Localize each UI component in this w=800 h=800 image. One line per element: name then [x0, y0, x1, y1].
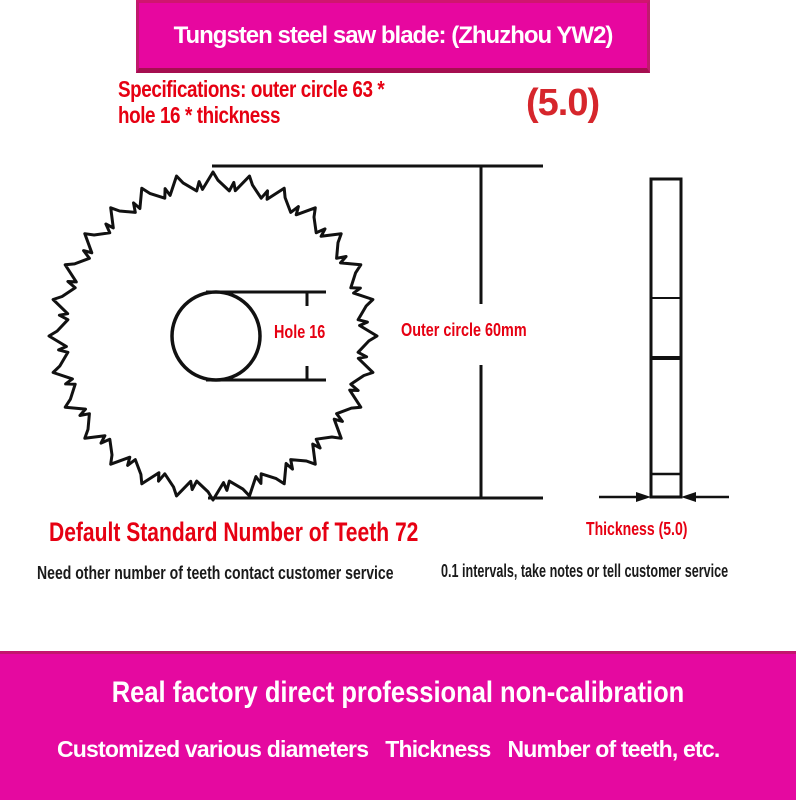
feature-diameters: Customized various diameters [57, 736, 369, 762]
spec-thickness-value: (5.0) [526, 82, 600, 124]
thickness-label: Thickness (5.0) [586, 519, 688, 539]
thickness-arrowhead-right [681, 492, 696, 502]
spec-text: Specifications: outer circle 63 * hole 1… [118, 76, 462, 128]
spec-line-2: hole 16 * thickness [118, 101, 281, 128]
thickness-arrowhead-left [636, 492, 651, 502]
saw-blade-diagram [47, 164, 729, 502]
spec-line-1: Specifications: outer circle 63 * [118, 76, 385, 102]
side-view-body [649, 177, 683, 499]
product-title: Tungsten steel saw blade: (Zhuzhou YW2) [173, 21, 614, 49]
center-hole [170, 290, 262, 382]
top-banner: Tungsten steel saw blade: (Zhuzhou YW2) [136, 0, 650, 73]
intervals-note: 0.1 intervals, take notes or tell custom… [441, 561, 729, 581]
hole-size-label: Hole 16 [274, 322, 326, 342]
banner-feature-row: Customized various diameters Thickness N… [0, 736, 796, 763]
banner-headline: Real factory direct professional non-cal… [111, 676, 685, 709]
outer-circle-label: Outer circle 60mm [401, 320, 527, 340]
feature-teeth: Number of teeth, etc. [507, 736, 721, 763]
bottom-banner: Real factory direct professional non-cal… [0, 651, 796, 800]
feature-thickness: Thickness [385, 736, 491, 762]
teeth-contact-note: Need other number of teeth contact custo… [37, 563, 394, 583]
default-teeth-text: Default Standard Number of Teeth 72 [49, 517, 419, 547]
